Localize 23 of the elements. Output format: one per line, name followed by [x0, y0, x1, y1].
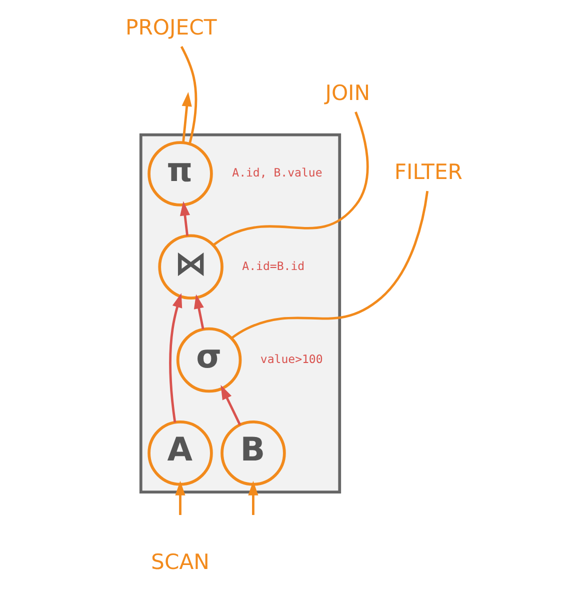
node-circle: π: [147, 141, 212, 206]
arrow: [174, 480, 185, 515]
node-text: PROJECT: [125, 14, 216, 40]
node-text: JOIN: [324, 80, 370, 105]
node-label: value>100: [260, 352, 322, 366]
connector: [180, 46, 197, 144]
arrow: [193, 294, 204, 330]
node-label: A.id, B.value: [232, 166, 322, 180]
connector: [230, 190, 428, 340]
node-circle: σ: [176, 327, 242, 393]
connector: [212, 112, 368, 246]
node-circle: ⋈: [158, 234, 223, 300]
arrow: [179, 201, 190, 236]
node-circle: A: [147, 420, 212, 486]
node-text: FILTER: [394, 159, 462, 184]
arrow: [168, 293, 182, 423]
cluster: [138, 133, 341, 494]
label: SCAN: [150, 549, 209, 574]
arrow: [181, 92, 192, 143]
node-label: A.id=B.id: [242, 258, 304, 273]
arrow: [248, 480, 258, 515]
node-circle: B: [220, 420, 286, 486]
arrow: [220, 385, 241, 426]
